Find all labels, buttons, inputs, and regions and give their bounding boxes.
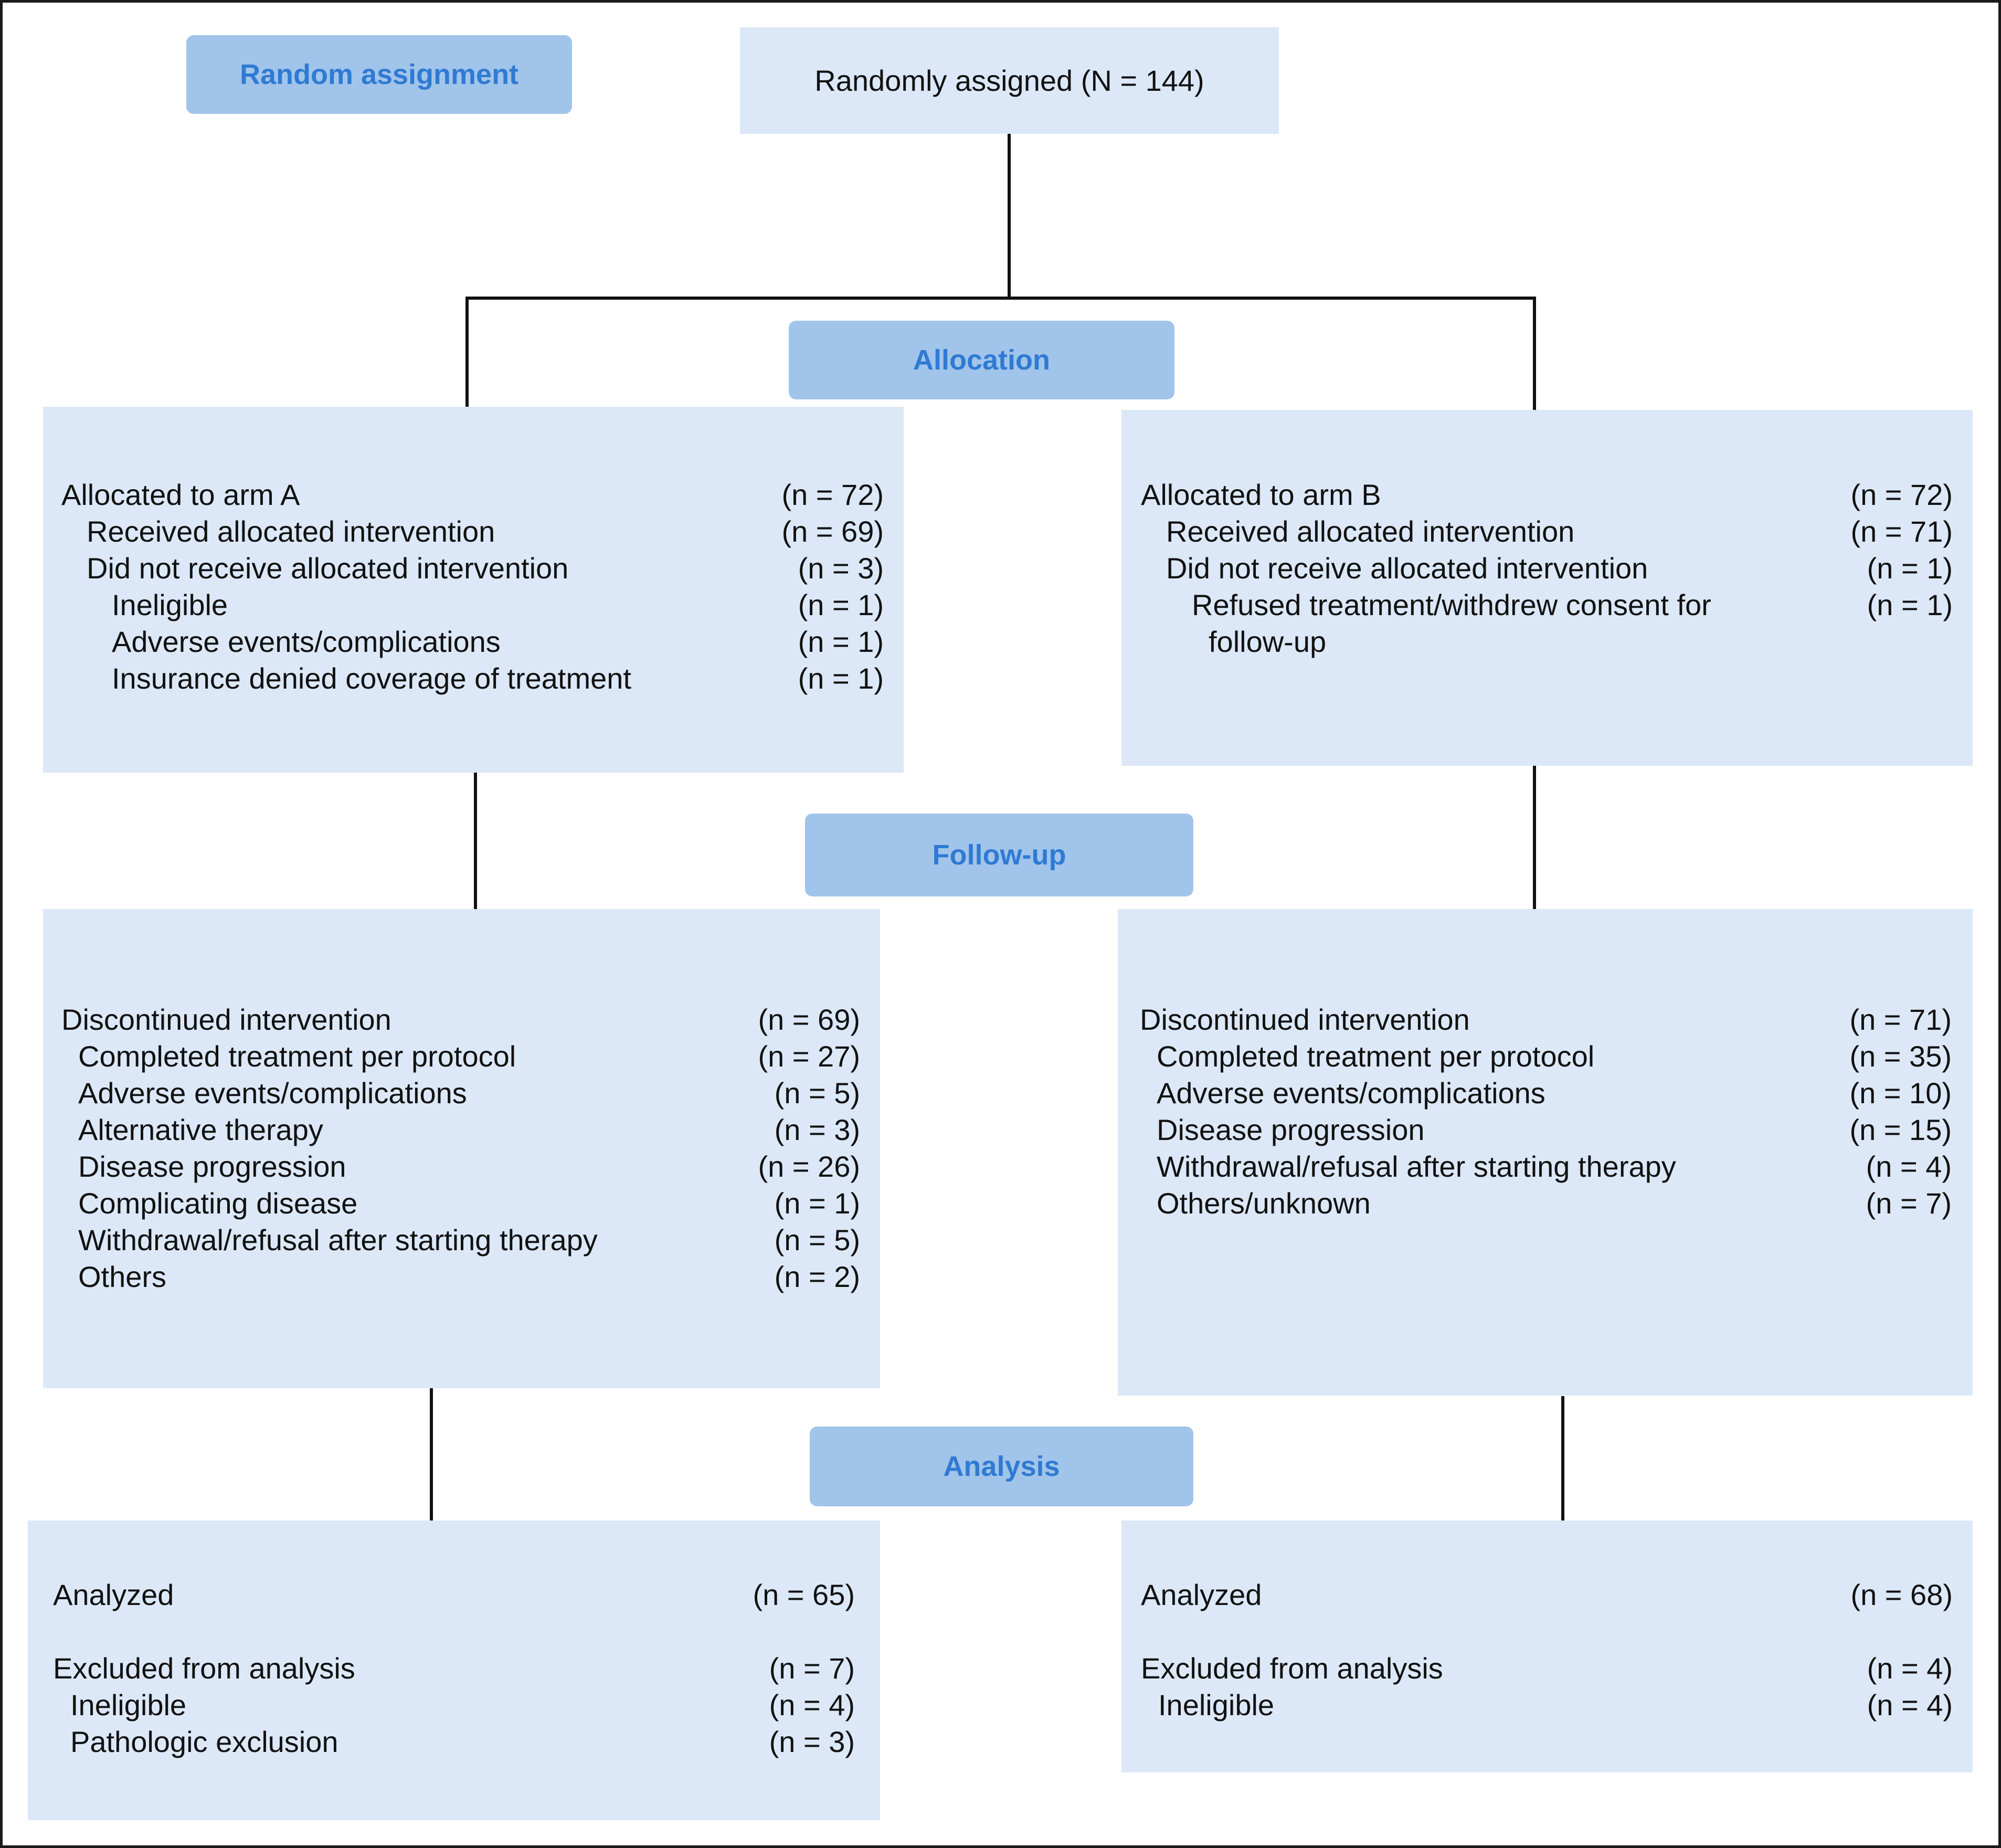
arm-b-analysis-box: Analyzed (n = 68) Excluded from analysis… xyxy=(1121,1520,1973,1772)
arm-b-discontinued-n: (n = 71) xyxy=(1849,1003,1952,1036)
arm-a-received-label: Received allocated intervention xyxy=(87,515,495,548)
stage-label-follow-up: Follow-up xyxy=(805,814,1193,896)
arm-b-an-ineligible-n: (n = 4) xyxy=(1867,1688,1953,1722)
arm-b-excluded-n: (n = 4) xyxy=(1867,1652,1953,1685)
connector-arm-a-to-allocation xyxy=(465,297,469,409)
connector-arm-b-to-follow-up xyxy=(1533,764,1536,911)
arm-a-insurance-n: (n = 1) xyxy=(798,662,884,695)
arm-a-adverse-label: Adverse events/complications xyxy=(112,625,501,658)
arm-a-completed-n: (n = 27) xyxy=(758,1040,860,1073)
arm-a-complicating-label: Complicating disease xyxy=(78,1187,358,1220)
arm-b-completed-n: (n = 35) xyxy=(1849,1040,1952,1073)
arm-b-fu-adverse-label: Adverse events/complications xyxy=(1157,1076,1545,1110)
stage-label-allocation: Allocation xyxy=(789,321,1174,399)
arm-a-withdrawal-n: (n = 5) xyxy=(774,1223,860,1256)
arm-b-discontinued-label: Discontinued intervention xyxy=(1140,1003,1470,1036)
arm-a-not-received-n: (n = 3) xyxy=(798,552,884,585)
arm-a-fu-adverse-label: Adverse events/complications xyxy=(78,1076,467,1110)
arm-a-fu-adverse-n: (n = 5) xyxy=(774,1076,860,1110)
arm-b-an-ineligible-label: Ineligible xyxy=(1158,1688,1275,1722)
connector-arm-a-to-follow-up xyxy=(474,772,477,911)
arm-b-analyzed-label: Analyzed xyxy=(1141,1578,1262,1611)
arm-a-withdrawal-label: Withdrawal/refusal after starting therap… xyxy=(78,1223,598,1256)
arm-a-analyzed-n: (n = 65) xyxy=(753,1578,855,1611)
arm-b-allocated-label: Allocated to arm B xyxy=(1141,478,1381,511)
connector-arm-b-to-analysis xyxy=(1561,1396,1564,1522)
arm-b-progression-n: (n = 15) xyxy=(1849,1113,1952,1146)
arm-a-allocated-n: (n = 72) xyxy=(781,478,884,511)
arm-b-excluded-label: Excluded from analysis xyxy=(1141,1652,1443,1685)
arm-a-complicating-n: (n = 1) xyxy=(774,1187,860,1220)
arm-a-progression-n: (n = 26) xyxy=(758,1150,860,1183)
arm-b-others-label: Others/unknown xyxy=(1157,1187,1371,1220)
arm-a-discontinued-label: Discontinued intervention xyxy=(61,1003,391,1036)
arm-b-withdrawal-label: Withdrawal/refusal after starting therap… xyxy=(1157,1150,1676,1183)
arm-a-completed-label: Completed treatment per protocol xyxy=(78,1040,516,1073)
arm-b-received-label: Received allocated intervention xyxy=(1166,515,1575,548)
arm-a-discontinued-n: (n = 69) xyxy=(758,1003,860,1036)
connector-top-vertical xyxy=(1008,134,1011,299)
arm-a-analysis-box: Analyzed (n = 65) Excluded from analysis… xyxy=(28,1520,880,1820)
arm-a-pathologic-label: Pathologic exclusion xyxy=(70,1725,338,1758)
arm-a-excluded-label: Excluded from analysis xyxy=(53,1652,355,1685)
arm-a-excluded-n: (n = 7) xyxy=(769,1652,855,1685)
arm-b-refused-n: (n = 1) xyxy=(1867,588,1953,621)
arm-b-allocation-box: Allocated to arm B (n = 72) Received all… xyxy=(1121,410,1973,766)
arm-a-an-ineligible-label: Ineligible xyxy=(70,1688,187,1722)
arm-a-allocated-label: Allocated to arm A xyxy=(61,478,300,511)
randomized-text: Randomly assigned (N = 144) xyxy=(814,64,1204,97)
arm-a-not-received-label: Did not receive allocated intervention xyxy=(87,552,569,585)
arm-b-completed-label: Completed treatment per protocol xyxy=(1157,1040,1595,1073)
arm-a-received-n: (n = 69) xyxy=(781,515,884,548)
arm-b-refused-label: Refused treatment/withdrew consent for xyxy=(1192,588,1711,621)
arm-b-withdrawal-n: (n = 4) xyxy=(1866,1150,1952,1183)
connector-arm-a-to-analysis xyxy=(430,1388,433,1522)
arm-b-progression-label: Disease progression xyxy=(1157,1113,1425,1146)
arm-b-not-received-label: Did not receive allocated intervention xyxy=(1166,552,1648,585)
arm-b-refused-continued-label: follow-up xyxy=(1209,625,1327,658)
connector-split-horizontal xyxy=(465,297,1536,300)
arm-a-follow-up-box: Discontinued intervention (n = 69) Compl… xyxy=(43,909,880,1388)
arm-a-analyzed-label: Analyzed xyxy=(53,1578,174,1611)
arm-a-insurance-label: Insurance denied coverage of treatment xyxy=(112,662,631,695)
arm-a-ineligible-n: (n = 1) xyxy=(798,588,884,621)
arm-b-received-n: (n = 71) xyxy=(1850,515,1953,548)
arm-a-an-ineligible-n: (n = 4) xyxy=(769,1688,855,1722)
arm-a-others-label: Others xyxy=(78,1260,167,1293)
connector-arm-b-to-allocation xyxy=(1533,297,1536,412)
arm-a-allocation-box: Allocated to arm A (n = 72) Received all… xyxy=(43,407,904,773)
arm-a-progression-label: Disease progression xyxy=(78,1150,346,1183)
arm-a-alternative-n: (n = 3) xyxy=(774,1113,860,1146)
arm-b-analyzed-n: (n = 68) xyxy=(1850,1578,1953,1611)
stage-label-random-assignment: Random assignment xyxy=(186,35,572,114)
arm-b-allocated-n: (n = 72) xyxy=(1850,478,1953,511)
stage-label-analysis: Analysis xyxy=(810,1427,1193,1506)
arm-a-others-n: (n = 2) xyxy=(774,1260,860,1293)
arm-b-fu-adverse-n: (n = 10) xyxy=(1849,1076,1952,1110)
arm-a-pathologic-n: (n = 3) xyxy=(769,1725,855,1758)
arm-a-adverse-n: (n = 1) xyxy=(798,625,884,658)
arm-b-follow-up-box: Discontinued intervention (n = 71) Compl… xyxy=(1118,909,1973,1396)
arm-b-not-received-n: (n = 1) xyxy=(1867,552,1953,585)
arm-a-alternative-label: Alternative therapy xyxy=(78,1113,323,1146)
arm-a-ineligible-label: Ineligible xyxy=(112,588,228,621)
randomized-box: Randomly assigned (N = 144) xyxy=(740,27,1279,134)
arm-b-others-n: (n = 7) xyxy=(1866,1187,1952,1220)
